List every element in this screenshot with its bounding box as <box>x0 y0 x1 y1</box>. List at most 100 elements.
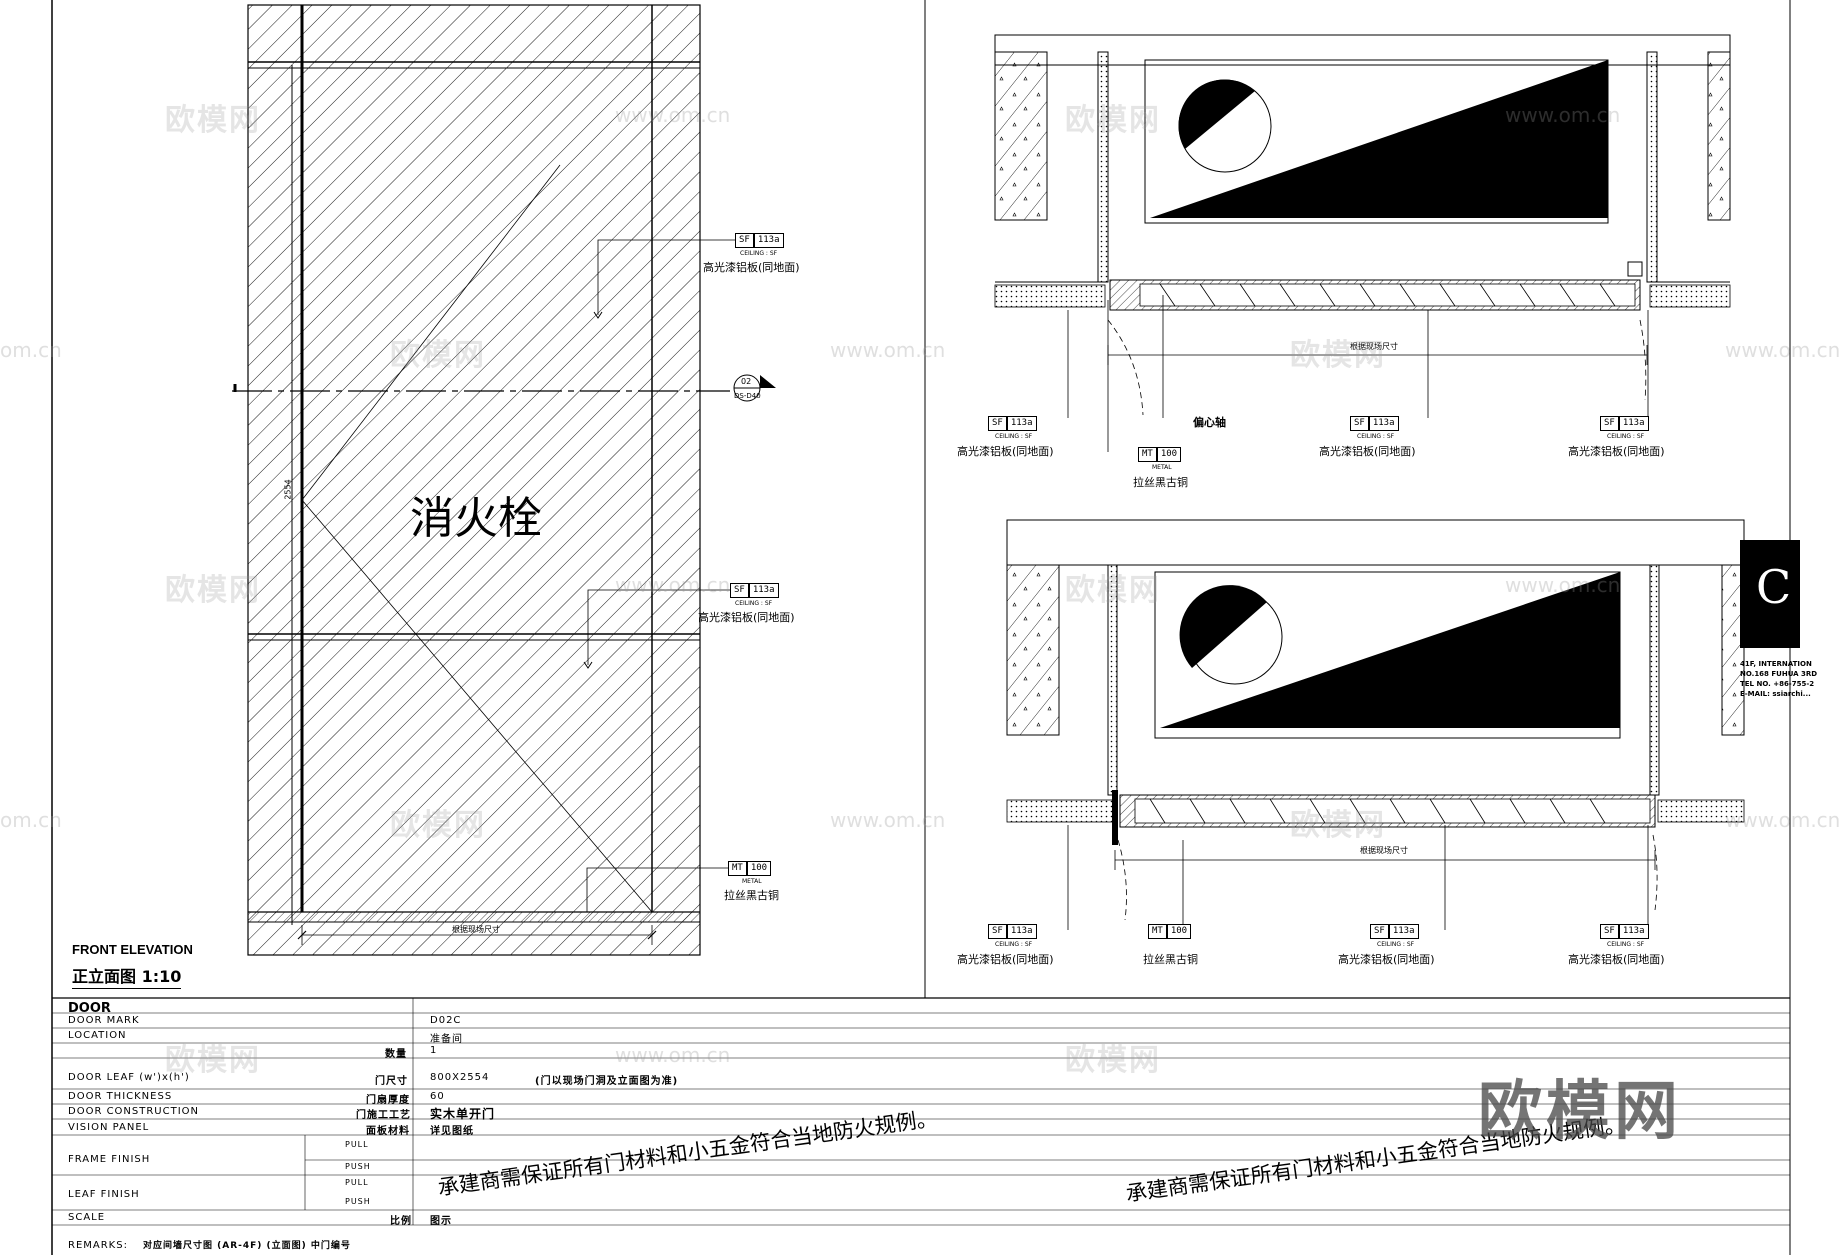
tag-number: 113a <box>1618 416 1649 431</box>
tag-desc: 拉丝黑古铜 <box>724 889 779 902</box>
tag-sub: CEILING : SF <box>735 600 773 607</box>
tag-code: SF <box>988 924 1007 939</box>
tag-desc: 高光漆铝板(同地面) <box>1338 953 1435 966</box>
elevation-dim-side: 2554 <box>283 479 293 500</box>
row-vision-value: 详见图纸 <box>430 1126 474 1137</box>
section-marker-top: 02 <box>741 377 752 386</box>
tag-number: 113a <box>1368 416 1399 431</box>
row-scale-cn: 比例 <box>390 1216 412 1227</box>
row-construction-value: 实木单开门 <box>430 1107 496 1121</box>
tag-desc: 高光漆铝板(同地面) <box>957 445 1054 458</box>
company-address-3: TEL NO. +86-755-2 <box>1740 680 1815 688</box>
frame-pull: PULL <box>345 1140 369 1149</box>
front-elevation <box>232 4 776 956</box>
tag-sub: CEILING : SF <box>995 433 1033 440</box>
row-scale-en: SCALE <box>68 1212 106 1223</box>
tag-sub: CEILING : SF <box>740 250 778 257</box>
row-remarks-value: 对应间墙尺寸图 (AR-4F) (立面图) 中门编号 <box>143 1241 351 1251</box>
plan-top-pivot: 偏心轴 <box>1193 416 1226 429</box>
tag-desc: 拉丝黑古铜 <box>1143 953 1198 966</box>
tag-number: 113a <box>1618 924 1649 939</box>
leaf-pull: PULL <box>345 1178 369 1187</box>
company-logo-letter: C <box>1756 560 1792 614</box>
tag-desc: 拉丝黑古铜 <box>1133 476 1188 489</box>
tag-number: 113a <box>1388 924 1419 939</box>
row-door-mark-value: D02C <box>430 1015 462 1026</box>
row-location-en: LOCATION <box>68 1030 127 1041</box>
section-marker-bottom: DS-D40 <box>734 392 761 400</box>
row-door-mark-en: DOOR MARK <box>68 1015 140 1026</box>
tag-sub: METAL <box>1152 464 1172 471</box>
row-leaf-en: DOOR LEAF (w')x(h') <box>68 1072 190 1083</box>
tag-number: 113a <box>1006 924 1037 939</box>
tag-number: 113a <box>748 583 779 598</box>
plan-section-top <box>994 34 1731 452</box>
cad-drawing <box>51 0 1800 1255</box>
elevation-dim-bottom: 根据现场尺寸 <box>452 925 500 934</box>
row-qty-cn: 数量 <box>385 1049 407 1060</box>
row-vision-en: VISION PANEL <box>68 1122 150 1133</box>
tag-sub: CEILING : SF <box>1607 433 1645 440</box>
tag-number: 100 <box>1156 447 1182 462</box>
row-remarks-en: REMARKS: <box>68 1240 128 1251</box>
frame-push: PUSH <box>345 1162 371 1171</box>
tag-desc: 高光漆铝板(同地面) <box>957 953 1054 966</box>
tag-desc: 高光漆铝板(同地面) <box>703 261 800 274</box>
tag-code: SF <box>1350 416 1369 431</box>
row-thickness-en: DOOR THICKNESS <box>68 1091 173 1102</box>
row-leaf-finish-en: LEAF FINISH <box>68 1189 140 1200</box>
row-thickness-value: 60 <box>430 1091 445 1102</box>
title-block-header: DOOR <box>68 1001 111 1016</box>
tag-sub: CEILING : SF <box>1377 941 1415 948</box>
watermark-brand-large: 欧模网 <box>1478 1075 1682 1149</box>
tag-sub: CEILING : SF <box>1357 433 1395 440</box>
tag-code: MT <box>1148 924 1167 939</box>
tag-code: SF <box>1370 924 1389 939</box>
elevation-title-en: FRONT ELEVATION <box>72 942 193 957</box>
row-leaf-cn: 门尺寸 <box>375 1076 408 1087</box>
row-construction-en: DOOR CONSTRUCTION <box>68 1106 200 1117</box>
row-vision-cn: 面板材料 <box>366 1126 410 1137</box>
tag-sub: CEILING : SF <box>995 941 1033 948</box>
tag-desc: 高光漆铝板(同地面) <box>1568 953 1665 966</box>
tag-code: MT <box>1138 447 1157 462</box>
row-leaf-note: (门以现场门洞及立面图为准) <box>535 1076 679 1087</box>
tag-code: SF <box>988 416 1007 431</box>
row-frame-en: FRAME FINISH <box>68 1154 151 1165</box>
title-block-grid <box>52 997 1790 1226</box>
tag-sub: METAL <box>742 878 762 885</box>
tag-number: 100 <box>746 861 772 876</box>
row-scale-value: 图示 <box>430 1216 452 1227</box>
row-leaf-value: 800X2554 <box>430 1072 490 1083</box>
company-address-4: E-MAIL: ssiarchi... <box>1740 690 1811 698</box>
tag-code: MT <box>728 861 747 876</box>
plan-bottom-dim: 根据现场尺寸 <box>1360 846 1408 855</box>
tag-number: 113a <box>753 233 784 248</box>
row-construction-cn: 门施工工艺 <box>356 1110 411 1121</box>
tag-code: SF <box>735 233 754 248</box>
tag-desc: 高光漆铝板(同地面) <box>698 611 795 624</box>
tag-code: SF <box>1600 924 1619 939</box>
plan-section-bottom <box>1006 519 1745 930</box>
company-logo-block <box>1740 540 1800 648</box>
leaf-push: PUSH <box>345 1197 371 1206</box>
tag-desc: 高光漆铝板(同地面) <box>1319 445 1416 458</box>
plan-top-dim: 根据现场尺寸 <box>1350 342 1398 351</box>
row-location-value: 准备间 <box>430 1034 463 1045</box>
tag-number: 113a <box>1006 416 1037 431</box>
elevation-title-cn: 正立面图 1:10 <box>72 963 182 989</box>
tag-number: 100 <box>1166 924 1192 939</box>
tag-code: SF <box>730 583 749 598</box>
tag-sub: CEILING : SF <box>1607 941 1645 948</box>
